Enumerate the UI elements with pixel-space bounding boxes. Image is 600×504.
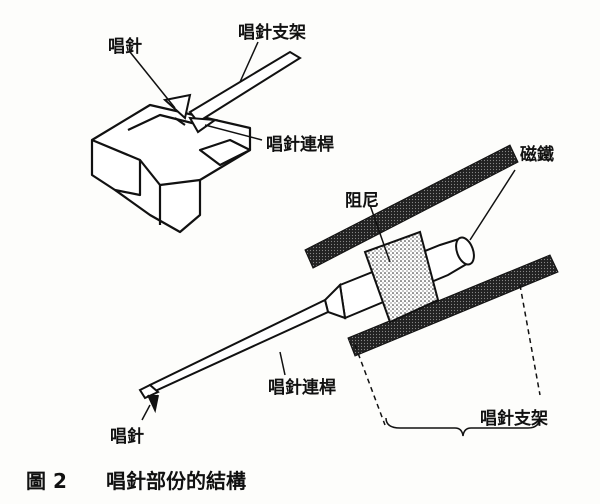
cantilever-assembly	[138, 230, 475, 414]
label-stylus-bottom: 唱針	[110, 427, 144, 447]
leader-lines	[129, 41, 516, 421]
label-stylus-link-bottom: 唱針連桿	[268, 378, 336, 398]
label-cantilever-bottom: 唱針支架	[480, 409, 548, 429]
label-damper: 阻尼	[345, 191, 379, 211]
cartridge-body	[90, 103, 252, 234]
label-stylus-top: 唱針	[108, 37, 142, 57]
figure-caption: 唱針部份的結構	[106, 469, 246, 493]
magnet-bands	[304, 144, 559, 357]
label-magnet: 磁鐵	[520, 145, 554, 165]
figure-number: 圖 2	[26, 469, 67, 493]
label-stylus-link-top: 唱針連桿	[266, 135, 334, 155]
label-cantilever-top: 唱針支架	[238, 23, 306, 43]
bracket	[354, 284, 541, 437]
cantilever-top	[162, 50, 302, 134]
